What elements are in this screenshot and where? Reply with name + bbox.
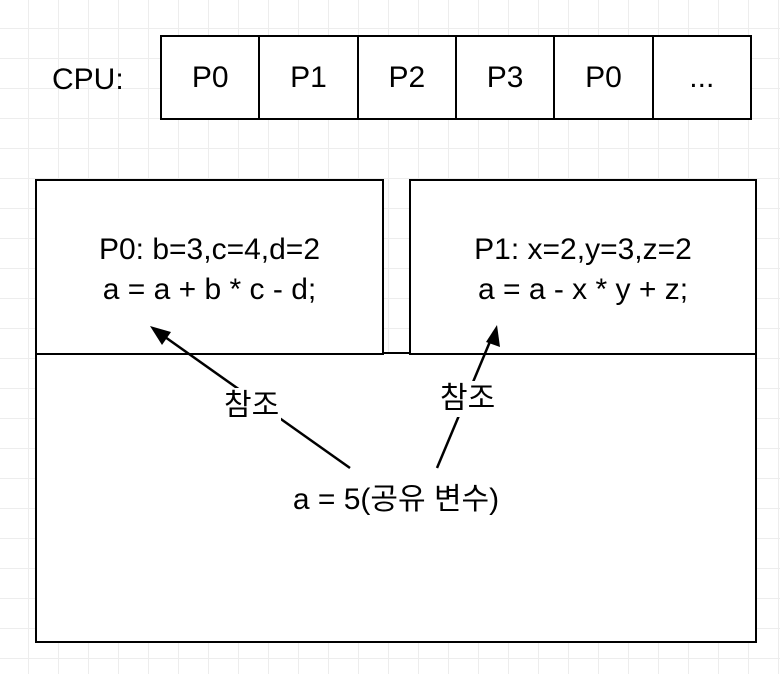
cpu-label: CPU: [52, 63, 124, 96]
process-p0-header: P0: b=3,c=4,d=2 [98, 233, 320, 266]
process-p1-expression: a = a - x * y + z; [477, 273, 689, 306]
time-slot: P0 [162, 37, 261, 118]
shared-memory-box [35, 352, 757, 643]
shared-variable-label: a = 5(공유 변수) [292, 483, 500, 516]
process-p1-box [409, 179, 757, 355]
cpu-timeline: P0 P1 P2 P3 P0 ... [160, 35, 752, 120]
process-p1-header: P1: x=2,y=3,z=2 [474, 233, 692, 266]
process-p0-expression: a = a + b * c - d; [102, 273, 317, 306]
process-p0-box [35, 179, 384, 355]
reference-label-left: 참조 [222, 388, 282, 424]
process-p0-code: P0: b=3,c=4,d=2 a = a + b * c - d; [35, 230, 384, 310]
reference-label-right: 참조 [438, 381, 498, 417]
time-slot: ... [689, 60, 715, 94]
time-slot: P0 [555, 37, 654, 118]
time-slot: P2 [359, 37, 457, 118]
time-slot: P3 [457, 37, 556, 118]
time-slot: P1 [260, 37, 359, 118]
process-p1-code: P1: x=2,y=3,z=2 a = a - x * y + z; [409, 230, 757, 310]
reference-arrow-right-head [486, 325, 500, 347]
reference-arrow-left-head [150, 326, 171, 345]
